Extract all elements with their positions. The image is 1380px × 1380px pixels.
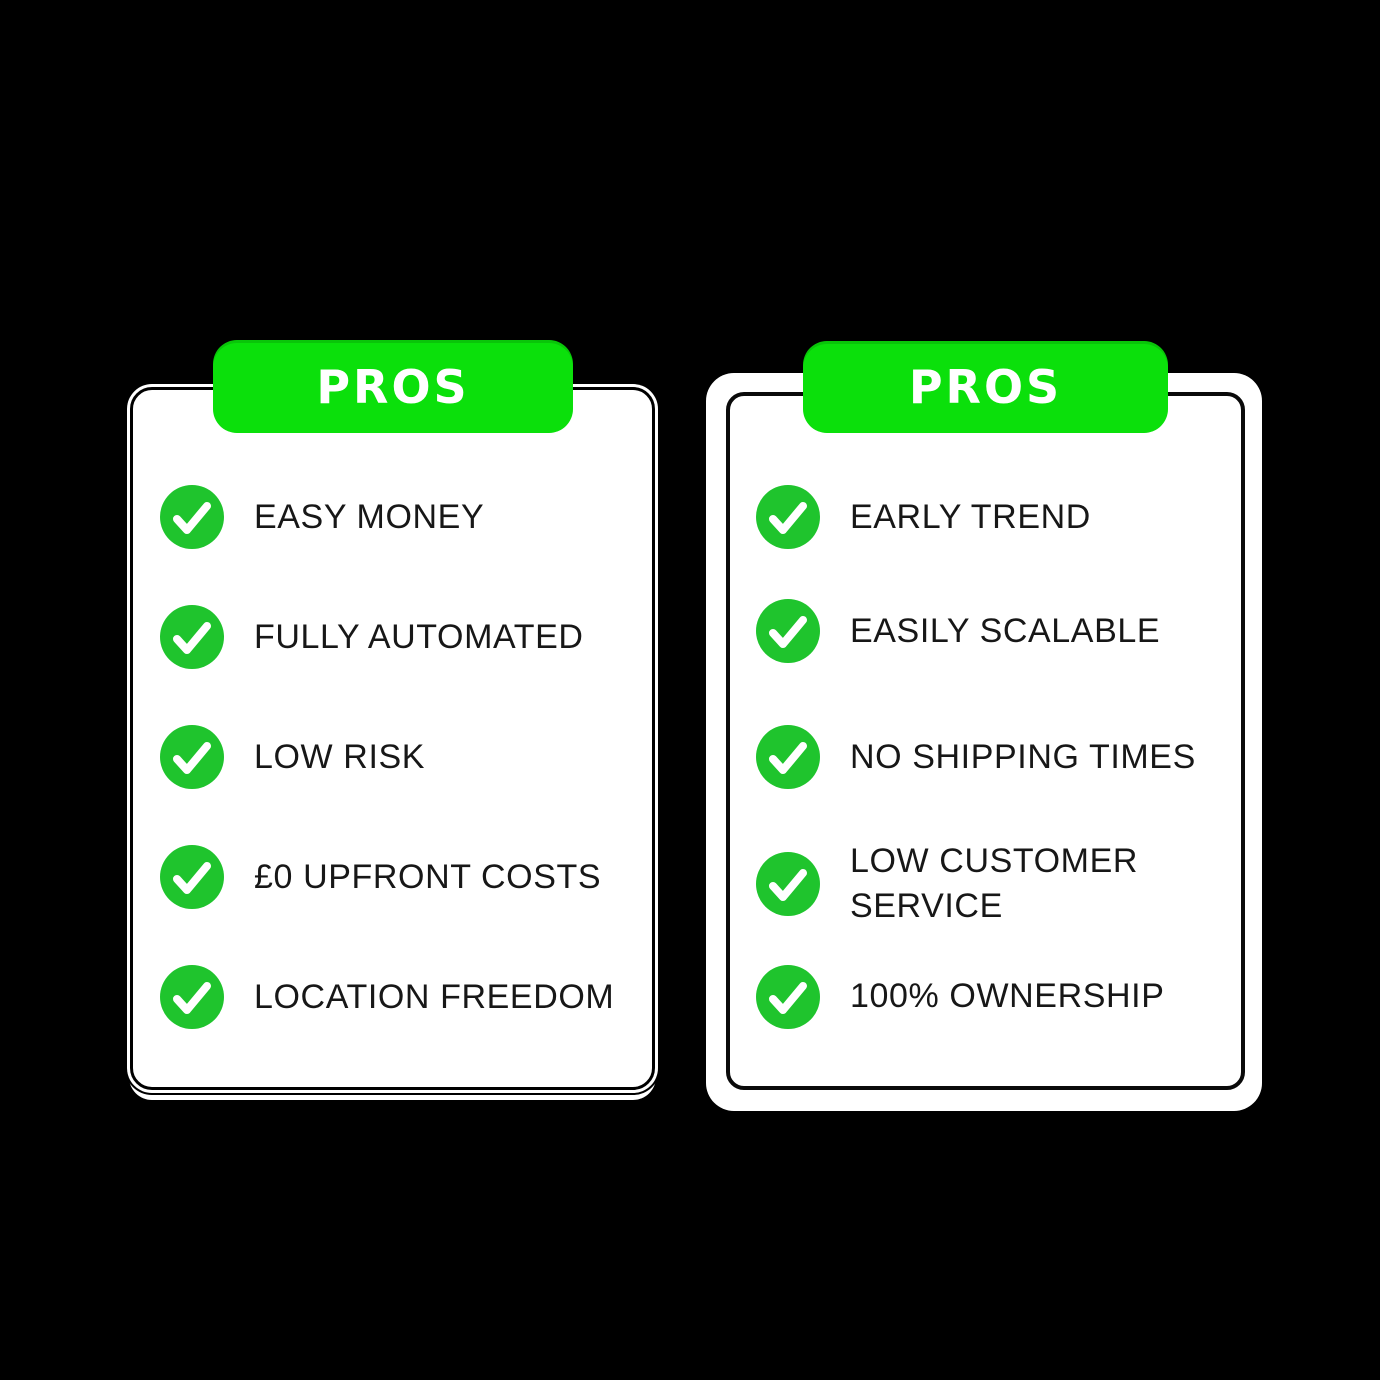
list-item-label: LOW CUSTOMER SERVICE: [850, 842, 1139, 925]
check-circle-icon: [160, 605, 224, 669]
list-item: FULLY AUTOMATED: [160, 605, 614, 669]
check-circle-icon: [160, 725, 224, 789]
check-circle-icon: [756, 851, 820, 916]
check-circle-icon: [160, 845, 224, 909]
check-circle-icon: [160, 965, 224, 1029]
pros-header-tab-right: PROS: [803, 341, 1168, 433]
list-item-label: EARLY TREND: [850, 497, 1091, 536]
list-item-label: FULLY AUTOMATED: [254, 617, 584, 656]
list-item-label: 100% OWNERSHIP: [850, 977, 1165, 1016]
pros-header-label-right: PROS: [908, 360, 1063, 414]
list-item-label: LOW RISK: [254, 737, 426, 776]
list-item: LOCATION FREEDOM: [160, 965, 614, 1029]
check-circle-icon: [756, 485, 820, 549]
list-item-label: EASY MONEY: [254, 497, 485, 536]
pros-list-right: EARLY TREND EASILY SCALABLE NO SHIPPING …: [756, 485, 1196, 1029]
check-circle-icon: [756, 725, 820, 789]
list-item-label: LOCATION FREEDOM: [254, 977, 615, 1016]
list-item: LOW CUSTOMER SERVICE: [756, 839, 1196, 929]
check-circle-icon: [756, 599, 820, 663]
check-circle-icon: [160, 485, 224, 549]
pros-header-tab-left: PROS: [213, 340, 573, 433]
list-item-label: £0 UPFRONT COSTS: [254, 857, 602, 896]
list-item: EASILY SCALABLE: [756, 599, 1196, 663]
list-item-label: EASILY SCALABLE: [850, 611, 1161, 650]
list-item: £0 UPFRONT COSTS: [160, 845, 614, 909]
list-item: NO SHIPPING TIMES: [756, 725, 1196, 789]
list-item: EARLY TREND: [756, 485, 1196, 549]
pros-header-label-left: PROS: [316, 359, 470, 414]
pros-list-left: EASY MONEY FULLY AUTOMATED LOW RISK £0 U…: [160, 485, 614, 1029]
list-item: 100% OWNERSHIP: [756, 964, 1196, 1029]
list-item-label: NO SHIPPING TIMES: [850, 737, 1196, 776]
list-item: LOW RISK: [160, 725, 614, 789]
check-circle-icon: [756, 964, 820, 1029]
list-item: EASY MONEY: [160, 485, 614, 549]
